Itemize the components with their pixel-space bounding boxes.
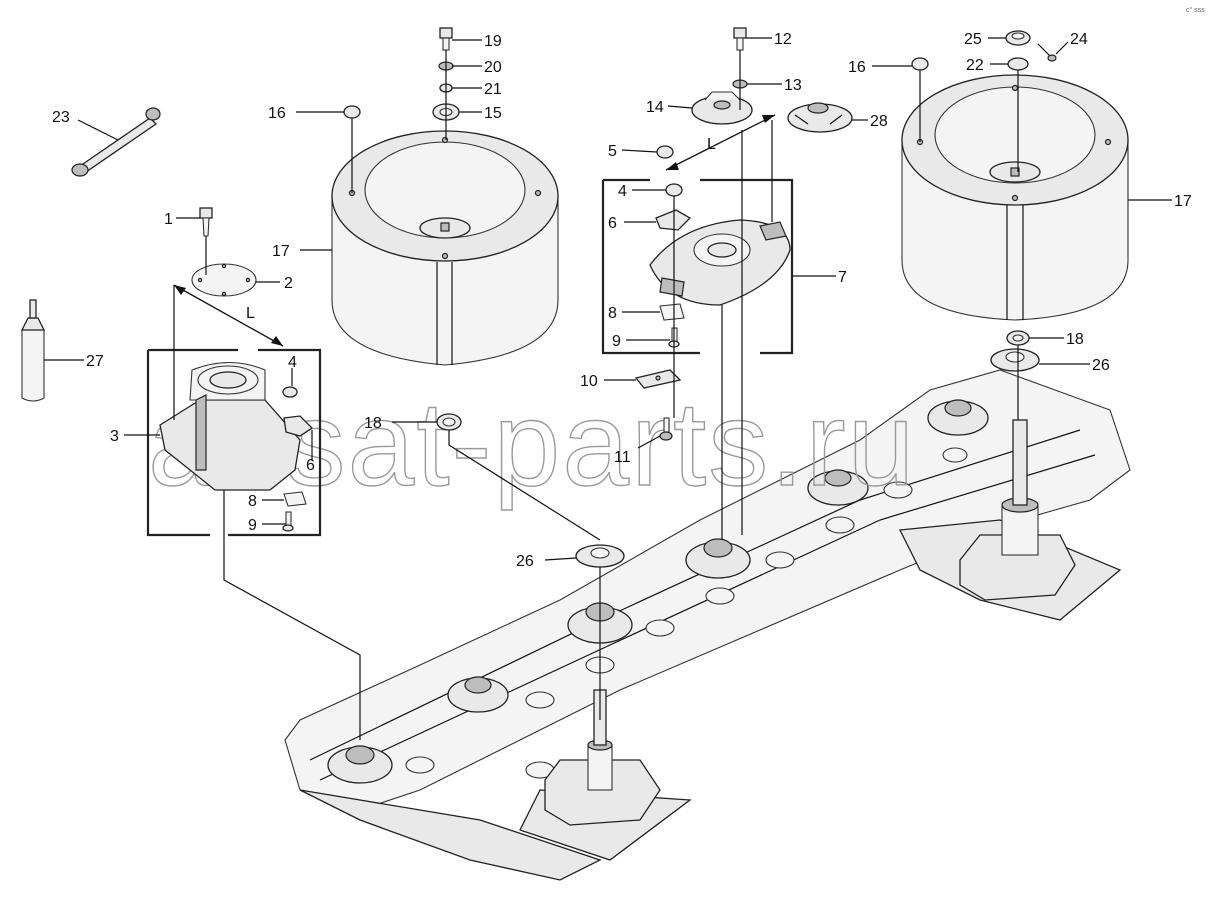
callout-9-left: 9 [248, 517, 257, 534]
callout-4-left: 4 [288, 354, 297, 371]
callout-24: 24 [1070, 31, 1088, 48]
rotor-hub-28 [787, 102, 853, 133]
wrench-23 [71, 107, 161, 177]
knife-holder-6-left [283, 415, 314, 437]
ring-22 [1007, 57, 1029, 71]
dimension-L-center: L [665, 114, 776, 171]
callout-26-left: 26 [516, 553, 534, 570]
disc-hub [685, 538, 751, 579]
callout-3: 3 [110, 428, 119, 445]
disc-7 [649, 219, 791, 306]
drum-right [901, 74, 1129, 321]
dimension-label-center: L [707, 136, 716, 153]
callout-10: 10 [580, 373, 598, 390]
callout-27: 27 [86, 353, 104, 370]
ring-18-left [436, 413, 462, 431]
callout-15: 15 [484, 105, 502, 122]
callouts: 19 20 21 15 16 17 18 26 23 1 2 27 3 4 6 … [44, 31, 1192, 570]
drum-gearbox-right [959, 419, 1076, 601]
nut-4-center [665, 183, 683, 197]
disc-hub [447, 676, 509, 713]
cap-16-left [343, 105, 361, 119]
callout-21: 21 [484, 81, 502, 98]
corner-mark: c° sss [1186, 6, 1205, 14]
nut-4-left [282, 386, 298, 398]
ring-25 [1005, 30, 1031, 46]
blade-10 [634, 369, 682, 389]
grease-tube-27 [20, 299, 46, 402]
rotor-hub-14 [691, 91, 753, 125]
callout-26-right: 26 [1092, 357, 1110, 374]
dimension-label-left: L [246, 305, 255, 322]
bolt-1 [199, 207, 213, 237]
callout-12: 12 [774, 31, 792, 48]
callout-17-left: 17 [272, 243, 290, 260]
callout-9-center: 9 [612, 333, 621, 350]
bolt-19 [439, 27, 453, 51]
cover-plate-2 [191, 263, 257, 297]
cutter-bar-assembly [284, 369, 1131, 881]
callout-16-right: 16 [848, 59, 866, 76]
callout-6-left: 6 [306, 457, 315, 474]
drum-left [331, 130, 559, 366]
callout-25: 25 [964, 31, 982, 48]
screw-24 [1037, 43, 1057, 62]
disc-washer-26-right [990, 348, 1040, 372]
bolt-12 [733, 27, 747, 51]
callout-8-center: 8 [608, 305, 617, 322]
dimension-L-left: L [173, 284, 284, 347]
callout-11: 11 [614, 449, 631, 466]
bearing-ring [405, 447, 968, 779]
detail-frame-left [146, 348, 322, 537]
plate-8-center [659, 303, 685, 321]
callout-1: 1 [164, 211, 173, 228]
callout-28: 28 [870, 113, 888, 130]
callout-16-left: 16 [268, 105, 286, 122]
callout-23: 23 [52, 109, 70, 126]
callout-7: 7 [838, 269, 847, 286]
hub-carrier-3 [159, 362, 301, 491]
callout-5: 5 [608, 143, 617, 160]
callout-20: 20 [484, 59, 502, 76]
callout-6-center: 6 [608, 215, 617, 232]
cap-16-right [911, 57, 929, 71]
callout-14: 14 [646, 99, 664, 116]
detail-frame-center [601, 178, 794, 355]
knife-holder-6-center [655, 209, 692, 231]
callout-18-left: 18 [364, 415, 382, 432]
callout-22: 22 [966, 57, 984, 74]
screw-9-left [282, 511, 294, 532]
callout-13: 13 [784, 77, 802, 94]
callout-8-left: 8 [248, 493, 257, 510]
plate-8-left [283, 491, 307, 507]
callout-18-right: 18 [1066, 331, 1084, 348]
callout-17-right: 17 [1174, 193, 1192, 210]
callout-2: 2 [284, 275, 293, 292]
nut-5 [656, 145, 674, 159]
disc-hub [327, 745, 393, 784]
callout-4-center: 4 [618, 183, 627, 200]
disc-washer-26-left [575, 544, 625, 568]
disc-hub [807, 469, 869, 506]
drum-gearbox-center [544, 689, 661, 826]
disc-hub [927, 399, 989, 436]
callout-19: 19 [484, 33, 502, 50]
ring-18-right [1006, 330, 1030, 346]
